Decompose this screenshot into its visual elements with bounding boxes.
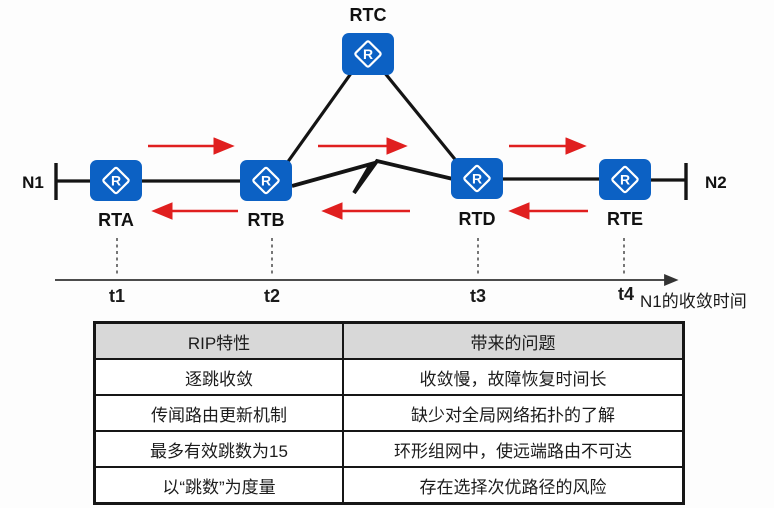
router-diamond-icon [102,166,130,195]
router-icon [240,160,292,201]
feature-cell: 以“跳数”为度量 [93,466,344,505]
router-glyph: R [363,46,373,62]
feature-cell: 逐跳收敛 [93,358,344,396]
table-row: 最多有效跳数为15 环形组网中，使远端路由不可达 [93,430,685,468]
table-row: 传闻路由更新机制 缺少对全局网络拓扑的了解 [93,394,685,432]
n2-label: N2 [705,173,727,192]
broken-link-rtb-rtd [291,158,454,195]
feature-cell: 传闻路由更新机制 [93,394,344,432]
table-row: 逐跳收敛 收敛慢，故障恢复时间长 [93,358,685,396]
link-rtc-rtd [382,70,460,165]
header-problem: 带来的问题 [342,321,685,360]
router-icon [90,160,142,201]
problem-cell: 收敛慢，故障恢复时间长 [342,358,685,396]
timeline-axis-label: N1的收敛时间 [640,292,747,311]
timeline-tick-t4: t4 [618,284,634,304]
problem-cell: 环形组网中，使远端路由不可达 [342,430,685,468]
router-glyph: R [111,173,121,189]
router-icon [342,33,394,75]
link-rtb-rtc [285,71,354,164]
table-row: 以“跳数”为度量 存在选择次优路径的风险 [93,466,685,505]
rip-characteristics-table: RIP特性 带来的问题 逐跳收敛 收敛慢，故障恢复时间长 传闻路由更新机制 缺少… [93,321,685,505]
router-diamond-icon [354,40,382,68]
problem-cell: 缺少对全局网络拓扑的了解 [342,394,685,432]
router-icon [451,158,503,199]
router-icon [599,159,651,200]
rtb-label: RTB [248,210,285,230]
header-rip-feature: RIP特性 [93,321,344,360]
rte-label: RTE [607,209,643,229]
rtd-label: RTD [459,209,496,229]
router-rtb: R [240,160,292,201]
router-glyph: R [472,171,482,187]
problem-cell: 存在选择次优路径的风险 [342,466,685,505]
router-glyph: R [261,173,271,189]
table-header-row: RIP特性 带来的问题 [93,321,685,360]
n1-label: N1 [22,173,44,192]
router-rta: R [90,160,142,201]
network-topology-diagram: R R R R R N1 N2 RTA RTB RTC RTD RTE [22,5,747,311]
timeline-tick-t2: t2 [264,286,280,306]
timeline-tick-t3: t3 [470,286,486,306]
router-glyph: R [620,172,630,188]
router-diamond-icon [252,166,280,195]
rtc-label: RTC [350,5,387,25]
rta-label: RTA [98,210,134,230]
router-rtc: R [342,33,394,75]
router-diamond-icon [611,165,639,194]
timeline-tick-t1: t1 [109,286,125,306]
router-diamond-icon [463,164,491,193]
router-rte: R [599,159,651,200]
router-rtd: R [451,158,503,199]
feature-cell: 最多有效跳数为15 [93,430,344,468]
